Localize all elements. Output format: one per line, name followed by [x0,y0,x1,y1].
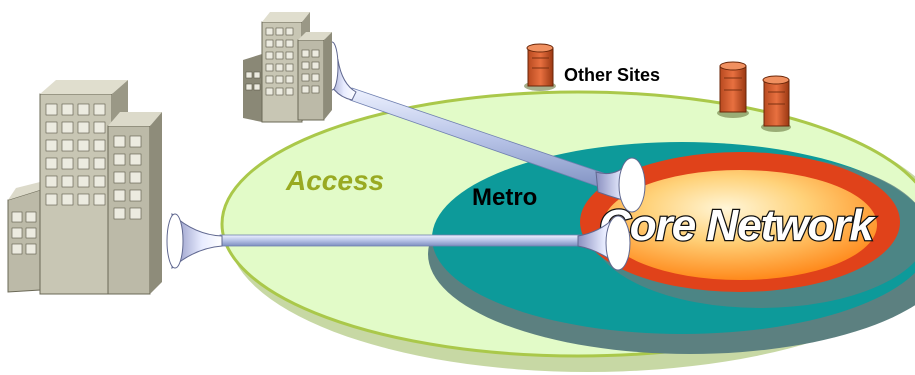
access-label: Access [285,165,384,196]
core-region: Core Network [580,152,915,308]
funnel-icon-metro-top [595,157,646,213]
core-network-label: Core Network [599,201,877,250]
server-icon-1 [524,43,556,91]
funnel-icon-metro-bottom [577,215,631,271]
core-ellipse [603,170,877,280]
server-icon-2 [717,61,749,118]
server-icon-3 [761,75,791,132]
link-large-building [219,234,596,247]
funnel-icon-large-building [166,212,223,270]
other-sites-label: Other Sites [564,65,660,85]
office-building-icon-small [243,12,332,123]
office-building-icon-large [7,80,162,295]
metro-label: Metro [472,184,537,211]
